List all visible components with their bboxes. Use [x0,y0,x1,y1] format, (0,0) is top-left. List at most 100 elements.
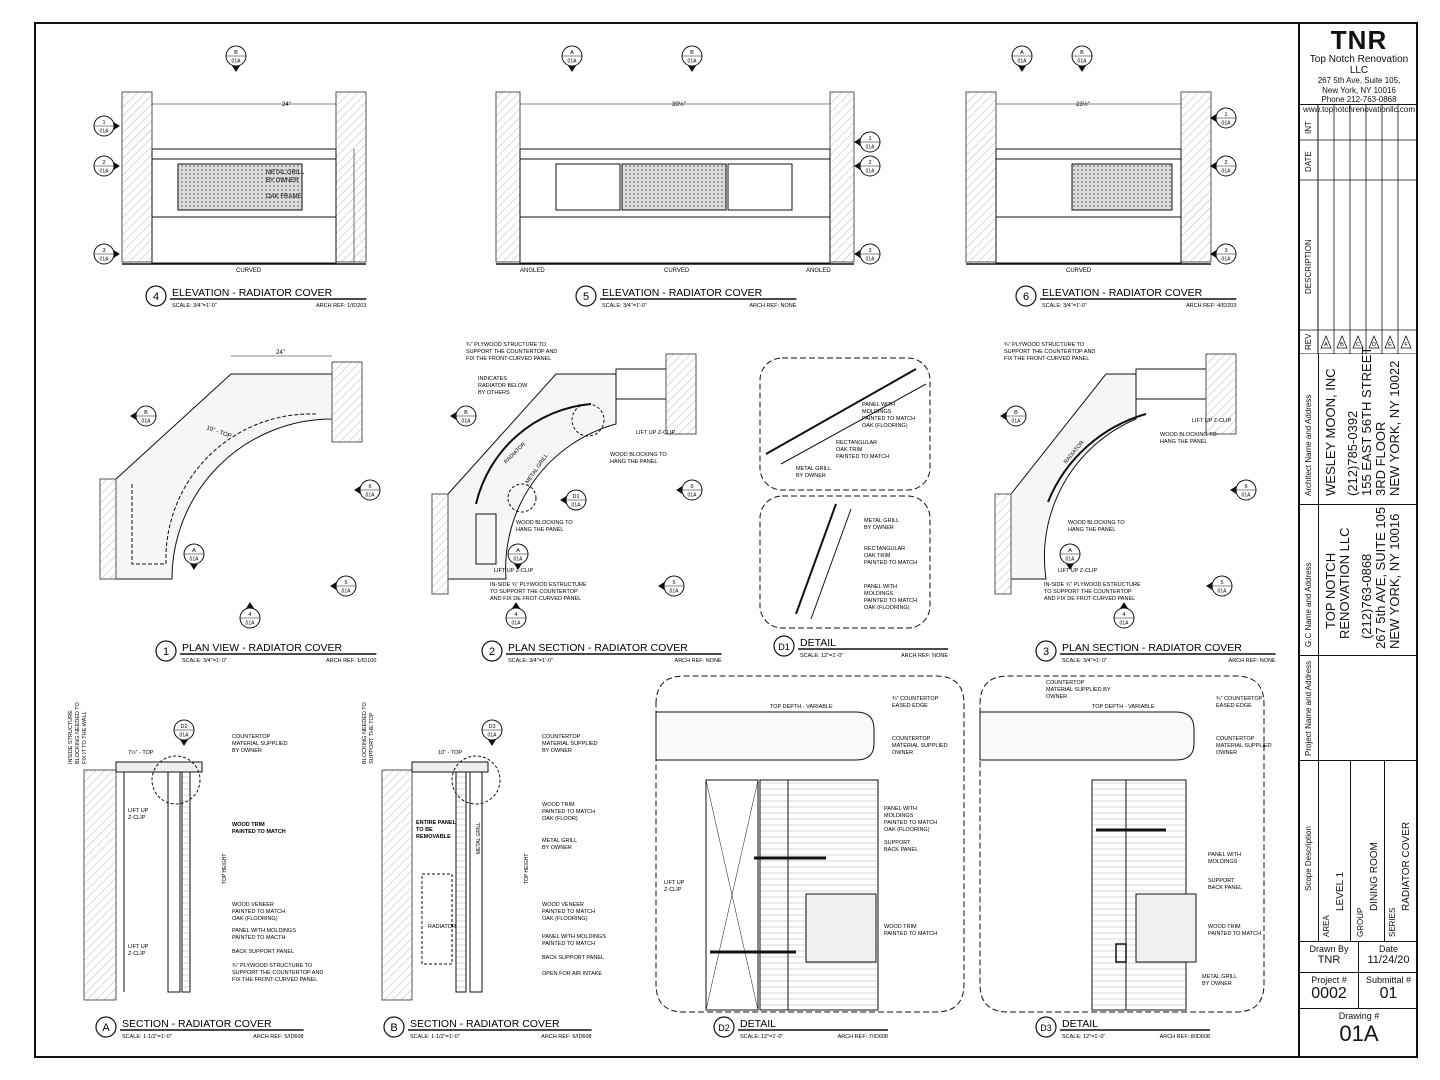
d2-top-depth: TOP DEPTH - VARIABLE [770,704,833,710]
d2-trim-2: PAINTED TO MATCH [884,931,937,937]
p2-note-structure-2: SUPPORT THE COUNTERTOP AND [466,349,557,355]
e6-curved: CURVED [1066,268,1092,274]
p2-note-radiator-3: BY OTHERS [478,390,510,396]
gc-line-1: TOP NOTCH [1323,552,1338,629]
d1-rect-b3: PAINTED TO MATCH [864,560,917,566]
d1-panel-b4: OAK (FLOORING) [864,605,910,611]
drawing-area: 24" CURVED METAL GRILL BY OWNER OAK FRAM… [68,45,1276,1040]
view-title-text: DETAIL [740,1018,776,1030]
sa-panel-1: PANEL WITH MOLDINGS [232,928,296,934]
revision-mark-a: A [1320,334,1332,349]
d1-grill-1: METAL GRILL [796,466,831,472]
d2-material-3: OWNER [892,750,913,756]
marker-sheet: 01A [1222,169,1232,175]
d1-panel-b1: PANEL WITH [864,584,897,590]
p3-structure-3: FIX THE FRONT-CURVED PANEL [1004,356,1089,362]
marker-sheet: 01A [866,169,876,175]
project-label: Project Name and Address [1304,660,1313,756]
d2-panel-2: MOLDINGS [884,813,914,819]
section-a-drawing [83,755,203,1001]
marker-label: D1 [572,494,579,500]
sa-trim-1: WOOD TRIM [232,822,265,828]
revision-mark-c: C [1352,334,1364,349]
company-address-2: New York, NY 10016 [1322,85,1396,95]
sa-lift-2: Z-CLIP [128,815,146,821]
view-scale: SCALE: 3/4"=1'-0" [508,658,553,664]
view-number: 1 [163,646,169,658]
marker-label: B [144,410,148,416]
view-number: D2 [718,1023,730,1033]
title-block: TNR Top Notch Renovation LLC 267 5th Ave… [1298,24,1418,1056]
sb-veneer-1: WOOD VENEER [542,902,584,908]
d3-cm-2: MATERIAL SUPPLIED [1216,743,1272,749]
marker-label: D3 [488,724,495,730]
e4-note-2: BY OWNER [266,178,299,184]
e4-note-1: METAL GRILL [266,170,305,176]
sa-veneer-3: OAK (FLOORING) [232,916,278,922]
view-title-text: PLAN SECTION - RADIATOR COVER [1062,642,1242,654]
section-marker-2: 2 01A [1210,155,1237,177]
e4-curved-dim: CURVED [236,268,262,274]
view-number: D3 [1040,1023,1052,1033]
view-arch-ref: ARCH REF: 1/ID100 [326,658,376,664]
marker-label: B [234,50,238,56]
detail-d3-drawing [979,675,1265,1013]
marker-sheet: 01A [462,419,472,425]
d2-trim-1: WOOD TRIM [884,924,917,930]
drawing-number-cell: Drawing # 01A [1300,1008,1418,1056]
marker-label: 2 [1224,160,1227,166]
view-scale: SCALE: 3/4"=1'-0" [172,303,217,309]
company-logo: TNR [1330,25,1388,55]
drawing-number-value: 01A [1339,1021,1379,1046]
architect-line-3: 155 EAST 56TH STREET [1359,346,1374,496]
d1-grill-b2: BY OWNER [864,525,894,531]
d3-material-3: OWNER [1046,694,1067,700]
p3-zclip: LIFT UP Z-CLIP [1192,418,1232,424]
drawn-by-value: TNR [1317,954,1341,966]
d1-panel-2: MOLDINGS [862,409,892,415]
d3-top-depth: TOP DEPTH - VARIABLE [1092,704,1155,710]
section-b-drawing [381,755,501,1001]
view-number-bubble [95,1016,117,1038]
view-number-bubble [773,635,795,657]
date-cell: Date 11/24/20 [1359,942,1418,972]
sa-ply-3: FIX THE FRONT-CURVED PANEL [232,977,317,983]
area-label: AREA [1322,915,1331,937]
sb-grill-1: METAL GRILL [542,838,577,844]
marker-sheet: 01A [572,503,582,509]
view-number-bubble [1035,1016,1057,1038]
sa-counter-3: BY OWNER [232,748,262,754]
marker-sheet: 01A [1222,121,1232,127]
sa-lift-b1: LIFT UP [128,944,149,950]
plan-1-drawing [99,355,363,580]
gc-section: G.C Name and Address TOP NOTCH RENOVATIO… [1300,505,1418,656]
marker-sheet: 01A [1066,557,1076,563]
view-number-bubble [713,1016,735,1038]
project-section: Project Name and Address [1300,656,1418,761]
view-scale: SCALE: 3/4"=1'-0" [1062,658,1107,664]
d2-counter-2: EASED EDGE [892,703,928,709]
marker-sheet: 01A [366,493,376,499]
sb-trim-2: PAINTED TO MATCH [542,809,595,815]
view-arch-ref: ARCH REF: NONE [901,653,948,659]
group-value: DINING ROOM [1369,842,1380,911]
svg-text:A: A [1324,342,1328,348]
sb-back: BACK SUPPORT PANEL [542,955,604,961]
d1-rect-b2: OAK TRIM [864,553,891,559]
series-label: SERIES [1388,907,1397,937]
marker-label: 5 [672,580,675,586]
e6-width-dim: 23½" [1076,101,1090,108]
view-number: 2 [489,646,495,658]
plan-section-2-drawing [431,353,697,595]
